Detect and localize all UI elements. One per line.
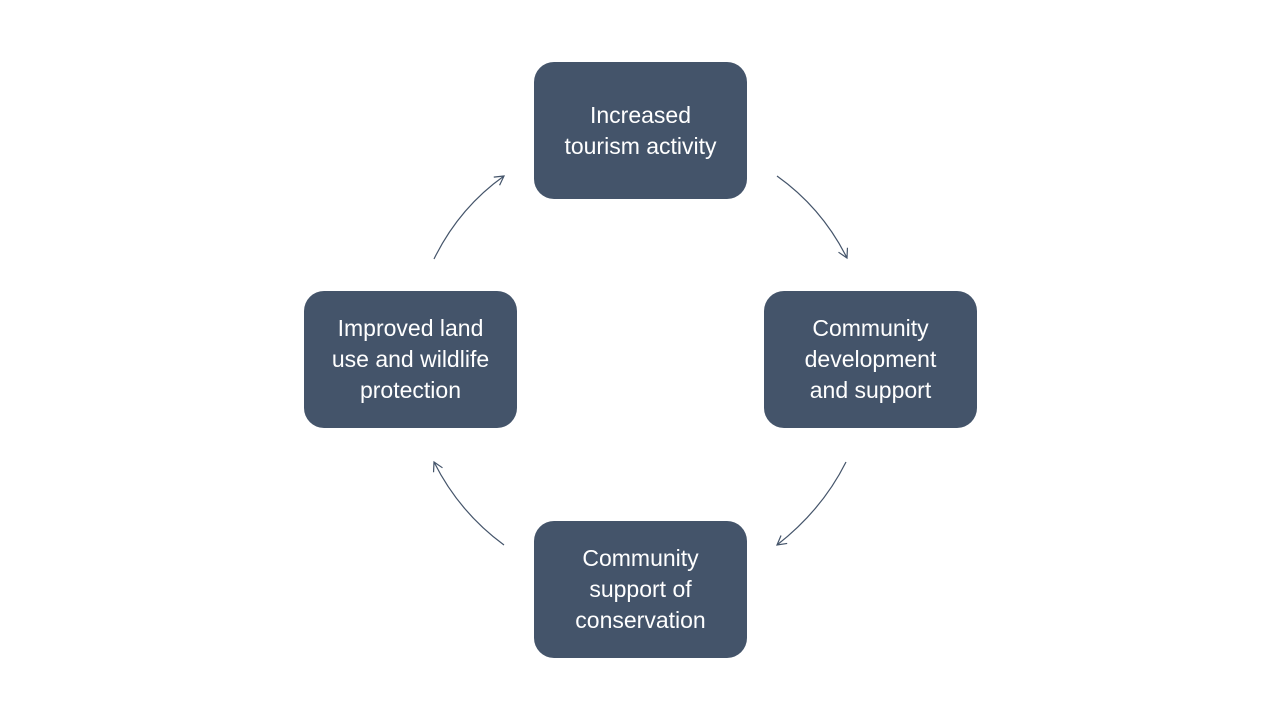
- node-community-development: Community development and support: [764, 291, 977, 428]
- node-increased-tourism: Increased tourism activity: [534, 62, 747, 199]
- node-improved-land-use: Improved land use and wildlife protectio…: [304, 291, 517, 428]
- node-label: Community support of conservation: [575, 545, 706, 633]
- arrow-left-to-top: [433, 175, 506, 260]
- arrow-bottom-to-left: [432, 460, 505, 546]
- node-label: Increased tourism activity: [564, 101, 717, 159]
- node-label: Improved land use and wildlife protectio…: [331, 315, 490, 403]
- arrow-top-to-right: [776, 175, 849, 260]
- node-community-support-conservation: Community support of conservation: [534, 521, 747, 658]
- arrow-right-to-bottom: [776, 461, 847, 546]
- node-label: Community development and support: [804, 315, 937, 403]
